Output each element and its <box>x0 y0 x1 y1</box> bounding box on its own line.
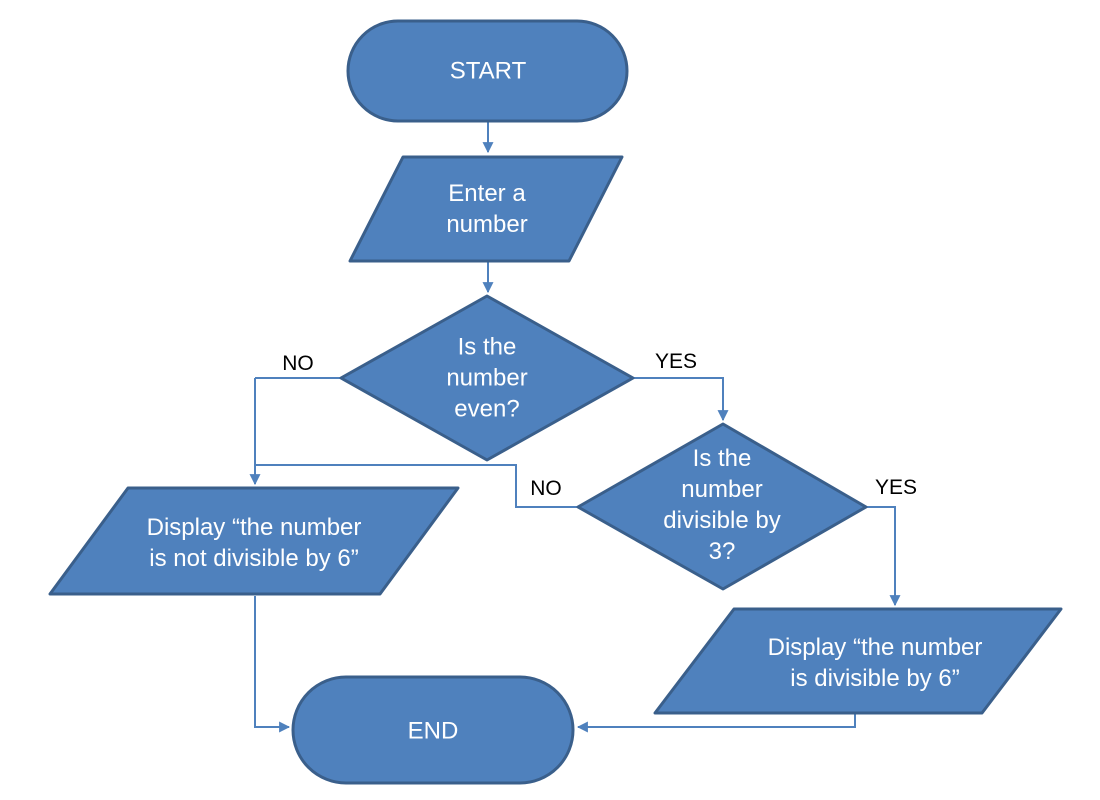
edge-display-divisible-to-end <box>576 714 856 733</box>
enter-number-parallelogram-shape <box>348 155 624 263</box>
is-divisible-by-3-yes-label: YES <box>874 476 918 499</box>
is-even-yes-label: YES <box>654 350 698 373</box>
edge-is-divisible-by-3-no <box>255 464 578 508</box>
start-terminator-shape <box>346 19 629 123</box>
node-shapes <box>48 19 1063 785</box>
is-even-diamond-shape <box>339 294 635 462</box>
is-even-no-label: NO <box>282 352 314 375</box>
end-terminator-shape <box>291 675 575 785</box>
edge-is-divisible-by-3-yes <box>866 506 901 607</box>
display-not-divisible-parallelogram-shape <box>48 486 460 596</box>
is-divisible-by-3-no-label: NO <box>530 477 562 500</box>
edge-display-not-divisible-to-end <box>254 596 291 733</box>
edge-is-even-yes <box>633 377 729 422</box>
is-divisible-by-3-diamond-shape <box>576 422 868 591</box>
display-divisible-parallelogram-shape <box>653 607 1063 715</box>
connectors <box>249 121 901 733</box>
